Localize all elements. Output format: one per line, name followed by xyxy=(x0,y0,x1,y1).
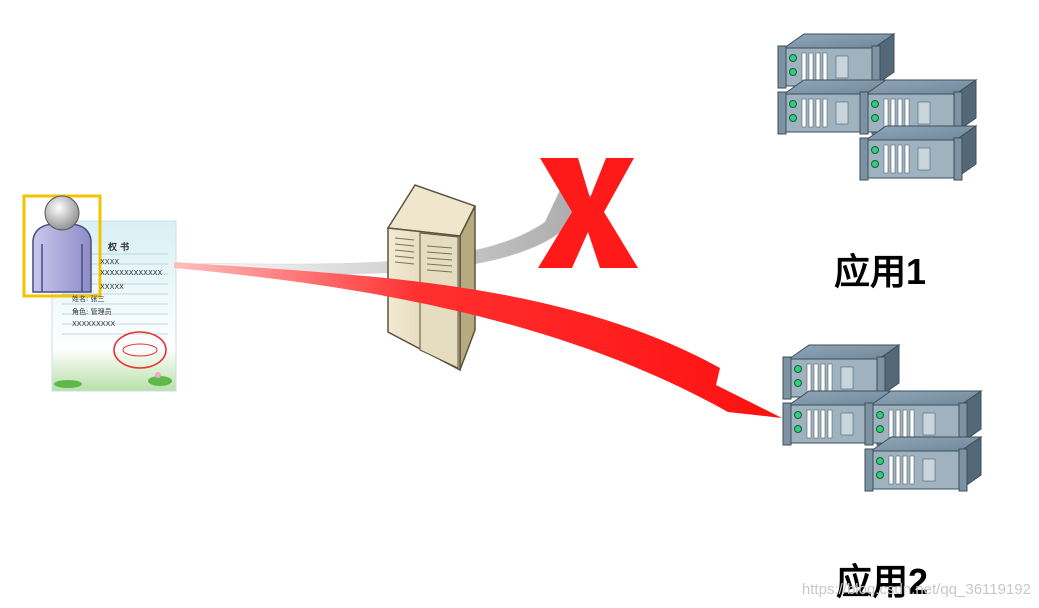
certificate-role: 角色: 管理员 xyxy=(72,308,112,316)
allowed-arrow xyxy=(174,262,782,418)
reject-mark xyxy=(538,158,638,268)
app2-label: 应用2 xyxy=(836,561,929,602)
certificate-title: 权 书 xyxy=(108,243,130,253)
certificate-name: 姓名: 张三 xyxy=(72,295,105,303)
user-icon xyxy=(22,194,102,298)
app1-server-icon xyxy=(778,34,976,180)
certificate-line: XXXXXXXXXXXXX xyxy=(100,269,163,277)
red-seal-icon xyxy=(113,331,167,369)
certificate-line: XXXX xyxy=(100,258,120,266)
certificate-line: XXXXX xyxy=(100,283,124,291)
app1-label: 应用1 xyxy=(834,251,927,292)
certificate-line: XXXXXXXXX xyxy=(72,320,116,328)
watermark: https://blog.csdn.net/qq_36119192 xyxy=(801,581,1031,598)
app2-server-icon xyxy=(783,345,981,491)
lotus-decoration-icon xyxy=(54,372,172,388)
blocked-arrow xyxy=(175,189,599,274)
tower-server-icon xyxy=(386,184,477,372)
